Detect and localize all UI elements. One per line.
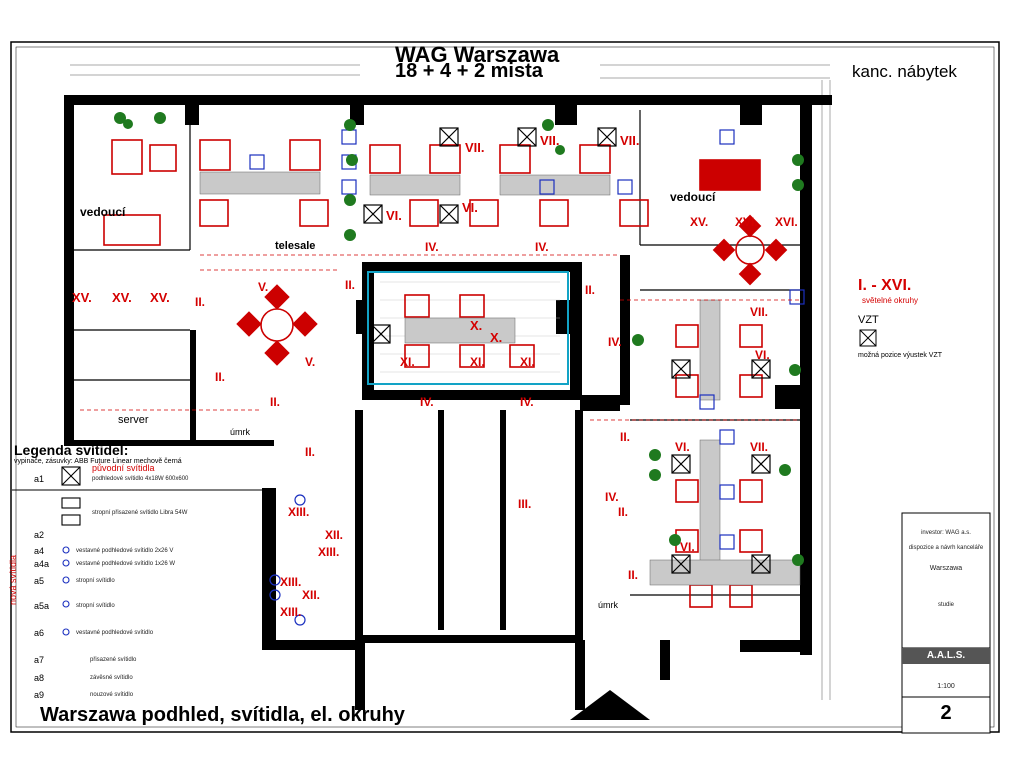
circuit-label: IV.	[425, 240, 439, 254]
legend-code: a7	[34, 655, 45, 665]
circuit-label: XI.	[400, 355, 415, 369]
plan-title: WAG Warszawa	[395, 42, 560, 67]
circuit-label: IV.	[608, 335, 622, 349]
legend-code: a5	[34, 576, 45, 586]
circuit-label: VI.	[680, 540, 695, 554]
circuit-label: VI.	[386, 208, 402, 223]
furniture-label: kanc. nábytek	[852, 62, 957, 81]
circuit-label: II.	[215, 370, 226, 384]
legend-original-label: původní svítidla	[92, 463, 155, 473]
circuit-label: II.	[270, 395, 281, 409]
circuit-label: XV.	[72, 290, 92, 305]
room-label-telesale: telesale	[275, 240, 316, 252]
title-block-company: A.A.L.S.	[926, 650, 966, 661]
circuit-label: XIII.	[318, 545, 340, 559]
circuit-label: XII.	[302, 588, 321, 602]
legend-code: a9	[34, 690, 45, 700]
circuit-label: X.	[470, 318, 483, 333]
circuit-label: XVI.	[775, 215, 798, 229]
circuit-label: XV.	[150, 290, 170, 305]
legend-code: a2	[34, 530, 45, 540]
circuit-label: II.	[195, 295, 206, 309]
circuit-label: II.	[618, 505, 629, 519]
legend-desc: vestavné podhledové svítidlo 2x26 V	[76, 548, 174, 554]
circuit-label: XIII.	[280, 575, 302, 589]
circuits-sublabel: světelné okruhy	[862, 296, 919, 305]
circuit-label: XI.	[470, 355, 485, 369]
legend-code: a4	[34, 546, 45, 556]
vzt-label: VZT	[858, 314, 879, 326]
room-label-umrk-2: úmrk	[598, 600, 618, 610]
title-block-phase: studie	[937, 602, 954, 608]
circuit-label: IV.	[420, 395, 434, 409]
circuit-label: VII.	[465, 140, 485, 155]
circuit-label: XV.	[112, 290, 132, 305]
circuit-label: III.	[518, 497, 532, 511]
room-label-vedouci-left: vedoucí	[80, 205, 126, 219]
plan-subtitle: 18 + 4 + 2 mista	[395, 60, 543, 82]
legend-desc: vestavné podhledové svítidlo 1x26 W	[76, 561, 176, 567]
circuit-label: V.	[258, 280, 269, 294]
circuit-label: VII.	[750, 305, 769, 319]
circuit-label: IV.	[535, 240, 549, 254]
legend-switches-note: vypinače, zásuvky: ABB Future Linear mec…	[14, 458, 182, 465]
circuit-label: IV.	[520, 395, 534, 409]
legend-desc: nouzové svítidlo	[90, 692, 134, 698]
circuit-label: XVI.	[735, 215, 758, 229]
room-label-umrk-1: úmrk	[230, 427, 250, 437]
vzt-note: možná pozice výustek VZT	[858, 352, 943, 359]
legend-new-label: nová svítidla	[8, 554, 18, 605]
circuit-label: II.	[345, 278, 356, 292]
circuits-range-label: I. - XVI.	[858, 277, 912, 294]
legend-code: a4a	[34, 559, 50, 569]
legend-desc: stropní svítidlo	[76, 603, 115, 609]
title-block-project: dispozice a návrh kanceláře	[908, 545, 984, 551]
legend-desc: podhledové svítidlo 4x18W 600x600	[92, 476, 189, 482]
circuit-label: II.	[585, 283, 596, 297]
circuit-label: VI.	[755, 348, 770, 362]
circuit-label: XIII.	[280, 605, 302, 619]
legend-code: a6	[34, 628, 45, 638]
legend-title: Legenda svítidel:	[14, 442, 129, 458]
legend-code: a5a	[34, 601, 50, 611]
legend-code: a8	[34, 673, 45, 683]
circuit-label: VII.	[540, 133, 560, 148]
title-block-scale: 1:100	[937, 683, 955, 690]
room-label-server: server	[118, 414, 149, 426]
title-block-investor: investor: WAG a.s.	[921, 530, 971, 536]
circuit-label: VII.	[750, 440, 769, 454]
circuit-label: XI.	[520, 355, 535, 369]
circuit-label: II.	[620, 430, 631, 444]
drawing-title: Warszawa podhled, svítidla, el. okruhy	[40, 704, 405, 726]
circuit-label: VI.	[675, 440, 690, 454]
legend-code: a1	[34, 474, 45, 484]
circuit-label: XV.	[690, 215, 709, 229]
circuit-label: V.	[305, 355, 316, 369]
legend-desc: přisazené svítidlo	[90, 657, 137, 663]
legend-desc: stropní přisazené svítidlo Libra 54W	[92, 510, 188, 516]
circuit-label: II.	[305, 445, 316, 459]
circuit-label: X.	[490, 330, 503, 345]
title-block-sheet-number: 2	[940, 702, 952, 724]
room-label-vedouci-right: vedoucí	[670, 190, 716, 204]
circuit-label: IV.	[605, 490, 619, 504]
legend-desc: vestavné podhledové svítidlo	[76, 630, 154, 636]
circuit-label: VI.	[462, 200, 478, 215]
title-block-place: Warszawa	[929, 565, 963, 572]
legend-desc: závěsné svítidlo	[90, 675, 133, 681]
legend-desc: stropní svítidlo	[76, 578, 115, 584]
circuit-label: VII.	[620, 133, 640, 148]
circuit-label: XIII.	[288, 505, 310, 519]
circuit-label: II.	[628, 568, 639, 582]
circuit-label: XII.	[325, 528, 344, 542]
